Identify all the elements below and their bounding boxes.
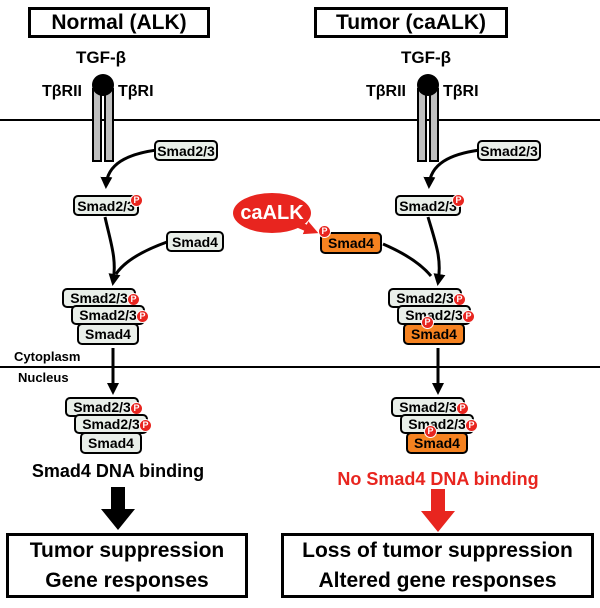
smad23-label: Smad2/3 [405,307,463,323]
left-tbr1-label: TβRI [118,83,154,100]
right-tbr1-label: TβRI [443,83,479,100]
complex-smad23-box: Smad2/3 P [71,305,149,325]
phospho-badge: P [130,402,143,415]
smad23-label: Smad2/3 [396,290,454,306]
right-receptor-bar-2 [429,88,439,162]
cytoplasm-label: Cytoplasm [14,349,81,364]
smad4-label: Smad4 [85,326,131,342]
right-psmad23-box: Smad2/3 P [395,194,465,216]
left-outcome-line-2: Gene responses [45,568,209,592]
right-tgfb-ligand-circle [417,74,439,96]
right-smad4-join-curve [382,242,433,277]
smad23-label: Smad2/3 [73,399,131,415]
complex-smad23-box: Smad2/3 P [397,305,475,325]
left-psmad23-box: Smad2/3 P [73,194,143,216]
left-cytoplasm-complex: Smad2/3 P Smad2/3 P Smad4 [62,288,162,350]
smad23-label: Smad2/3 [408,416,466,432]
left-smad4-box: Smad4 [166,231,224,252]
cell-membrane-line [0,119,600,121]
complex-smad23-box: Smad2/3 P [74,414,152,434]
right-smad23-box: Smad2/3 [477,140,541,161]
smad4-label: Smad4 [328,235,374,251]
left-receptor-bar-2 [104,88,114,162]
phospho-badge: P [452,194,465,207]
left-tgfb-label: TGF-β [76,48,127,67]
phospho-badge: P [318,225,331,238]
phospho-badge: P [465,419,478,432]
right-outcome-arrow [421,489,455,532]
smad23-label: Smad2/3 [79,307,137,323]
smad4-label: Smad4 [88,435,134,451]
smad23-label: Smad2/3 [70,290,128,306]
right-outcome-box: Loss of tumor suppression Altered gene r… [281,533,594,598]
smad4-label: Smad4 [172,233,218,250]
left-tbr2-label: TβRII [42,83,82,100]
smad23-label: Smad2/3 [399,197,457,214]
right-outcome-line-2: Altered gene responses [318,568,557,592]
smad23-label: Smad2/3 [157,142,215,159]
complex-smad4-box: Smad4 [77,323,139,345]
left-outcome-box: Tumor suppression Gene responses [6,533,248,598]
right-tgfb-label: TGF-β [401,48,452,67]
phospho-badge: P [462,310,475,323]
left-tgfb-ligand-circle [92,74,114,96]
complex-smad23-box: Smad2/3 P [400,414,478,434]
right-dna-binding-text: No Smad4 DNA binding [337,469,539,489]
left-psmad-to-complex-arrow [103,216,121,286]
smad4-label: Smad4 [414,435,460,451]
smad23-label: Smad2/3 [480,142,538,159]
left-receptor-bar-1 [92,88,102,162]
right-outcome-line-1: Loss of tumor suppression [302,539,573,563]
right-tbr2-label: TβRII [366,83,406,100]
nucleus-label: Nucleus [18,370,69,385]
phospho-badge: P [136,310,149,323]
complex-smad4-box: Smad4 [80,432,142,454]
left-dna-binding-text: Smad4 DNA binding [31,461,205,481]
left-title: Normal (ALK) [51,10,187,34]
right-receptor-bar-1 [417,88,427,162]
right-nucleus-complex: Smad2/3 P Smad2/3 P Smad4 P [391,397,491,459]
left-title-box: Normal (ALK) [28,7,210,38]
nuclear-membrane-line [0,366,600,368]
complex-phospho-smad4-box: Smad4 P [403,316,465,345]
phospho-badge: P [139,419,152,432]
right-cytoplasm-complex: Smad2/3 P Smad2/3 P Smad4 P [388,288,488,350]
right-title-box: Tumor (caALK) [314,7,508,38]
left-outcome-line-1: Tumor suppression [29,539,225,563]
smad23-label: Smad2/3 [82,416,140,432]
left-smad4-join-curve [114,240,168,275]
phospho-smad4-box: Smad4 P [318,225,382,254]
smad4-label: Smad4 [411,326,457,342]
left-nucleus-complex: Smad2/3 P Smad2/3 P Smad4 [65,397,165,459]
phospho-badge: P [424,425,437,438]
right-title: Tumor (caALK) [335,10,487,34]
phospho-badge: P [421,316,434,329]
left-smad23-box: Smad2/3 [154,140,218,161]
left-outcome-arrow [101,487,135,530]
right-psmad-to-complex-arrow [426,216,446,286]
smad23-label: Smad2/3 [77,197,135,214]
phospho-badge: P [130,194,143,207]
caalk-oval: caALK [233,193,311,233]
complex-phospho-smad4-box: Smad4 P [406,425,468,454]
smad23-label: Smad2/3 [399,399,457,415]
